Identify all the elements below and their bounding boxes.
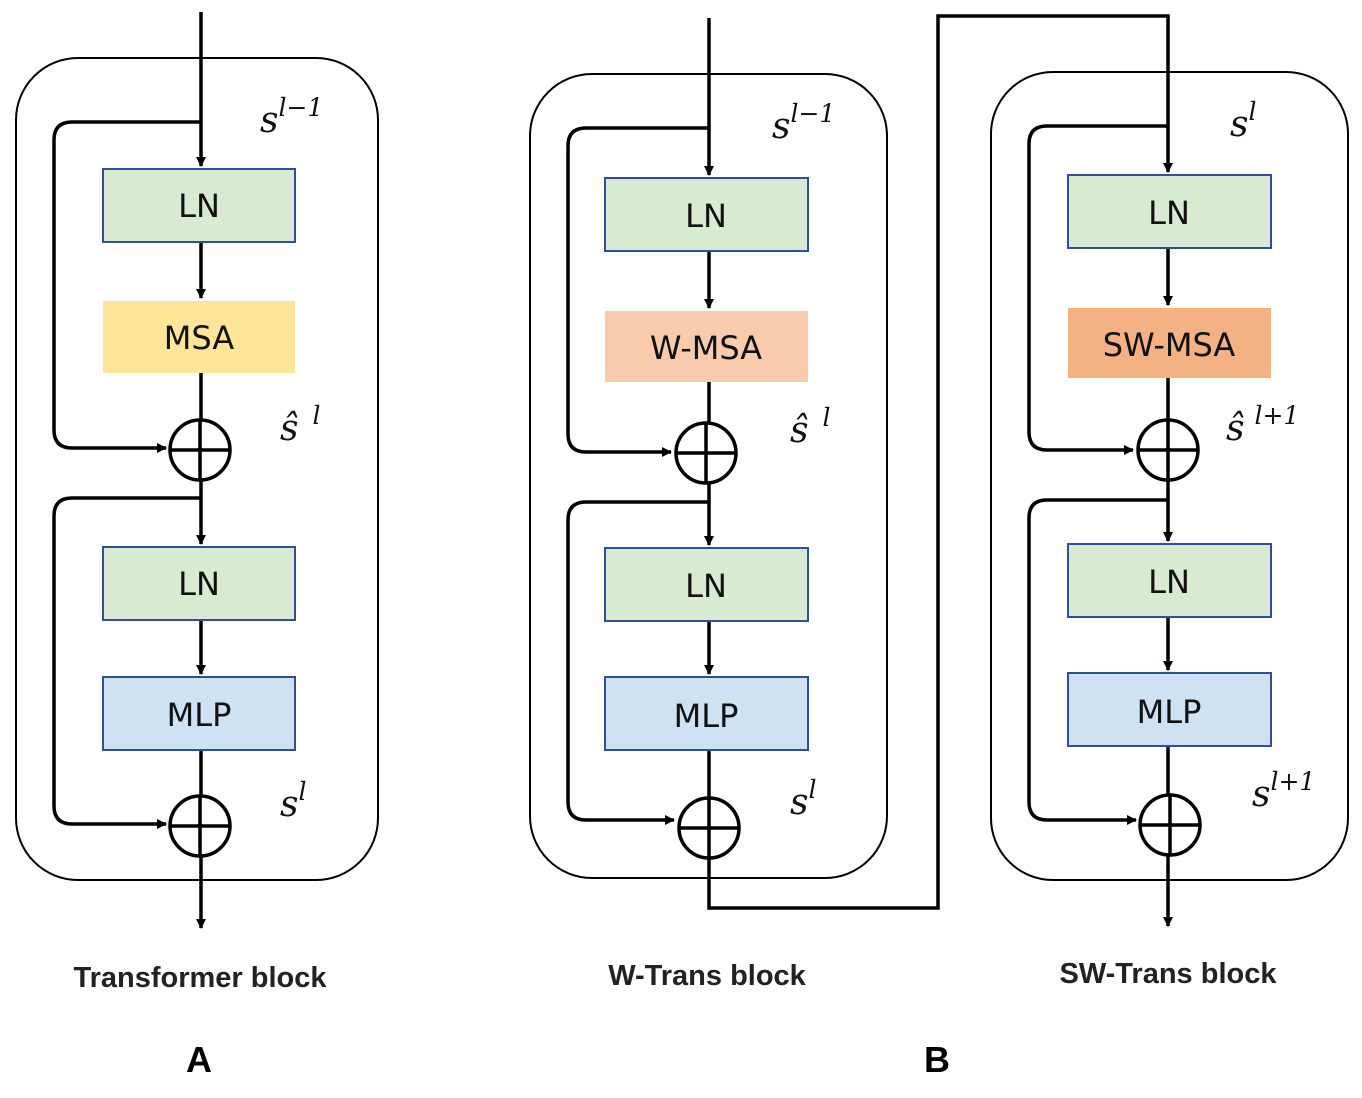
msa-box: MSA xyxy=(103,301,295,373)
residual-add-icon xyxy=(674,421,738,485)
mlp-label: MLP xyxy=(1137,693,1202,731)
block-caption: SW-Trans block xyxy=(1060,958,1278,990)
ln-box: LN xyxy=(604,177,809,252)
input-variable: sl−1 xyxy=(260,93,323,141)
mlp-box: MLP xyxy=(102,676,296,751)
output-variable: sl xyxy=(280,777,306,825)
ln-box: LN xyxy=(102,546,296,621)
output-variable: sl+1 xyxy=(1252,767,1315,815)
input-variable: sl−1 xyxy=(772,99,835,147)
sw-msa-box: SW-MSA xyxy=(1068,308,1271,378)
w-msa-label: W-MSA xyxy=(650,329,762,367)
panel-label-a: A xyxy=(186,1039,212,1080)
mlp-label: MLP xyxy=(674,697,739,735)
ln-label: LN xyxy=(178,187,220,225)
ln-label: LN xyxy=(178,565,220,603)
input-variable: sl xyxy=(1230,97,1256,145)
transformer-block-frame xyxy=(15,57,379,881)
ln-box: LN xyxy=(102,168,296,243)
ln-box: LN xyxy=(1067,174,1272,249)
sw-msa-label: SW-MSA xyxy=(1103,326,1236,364)
residual-add-icon xyxy=(168,418,232,482)
ln-box: LN xyxy=(1067,543,1272,618)
mlp-box: MLP xyxy=(1067,672,1272,747)
residual-add-icon xyxy=(168,794,232,858)
ln-label: LN xyxy=(1148,563,1190,601)
msa-label: MSA xyxy=(164,319,235,357)
mlp-box: MLP xyxy=(604,676,809,751)
panel-label-b: B xyxy=(924,1039,950,1080)
ln-label: LN xyxy=(685,567,727,605)
w-msa-box: W-MSA xyxy=(605,311,808,382)
residual-add-icon xyxy=(677,796,741,860)
output-variable: sl xyxy=(790,775,816,823)
mlp-label: MLP xyxy=(167,696,232,734)
residual-add-icon xyxy=(1138,793,1202,857)
ln-label: LN xyxy=(1148,194,1190,232)
ln-box: LN xyxy=(604,547,809,622)
ln-label: LN xyxy=(685,197,727,235)
residual-add-icon xyxy=(1136,418,1200,482)
block-caption: Transformer block xyxy=(73,962,327,994)
block-caption: W-Trans block xyxy=(608,960,806,992)
